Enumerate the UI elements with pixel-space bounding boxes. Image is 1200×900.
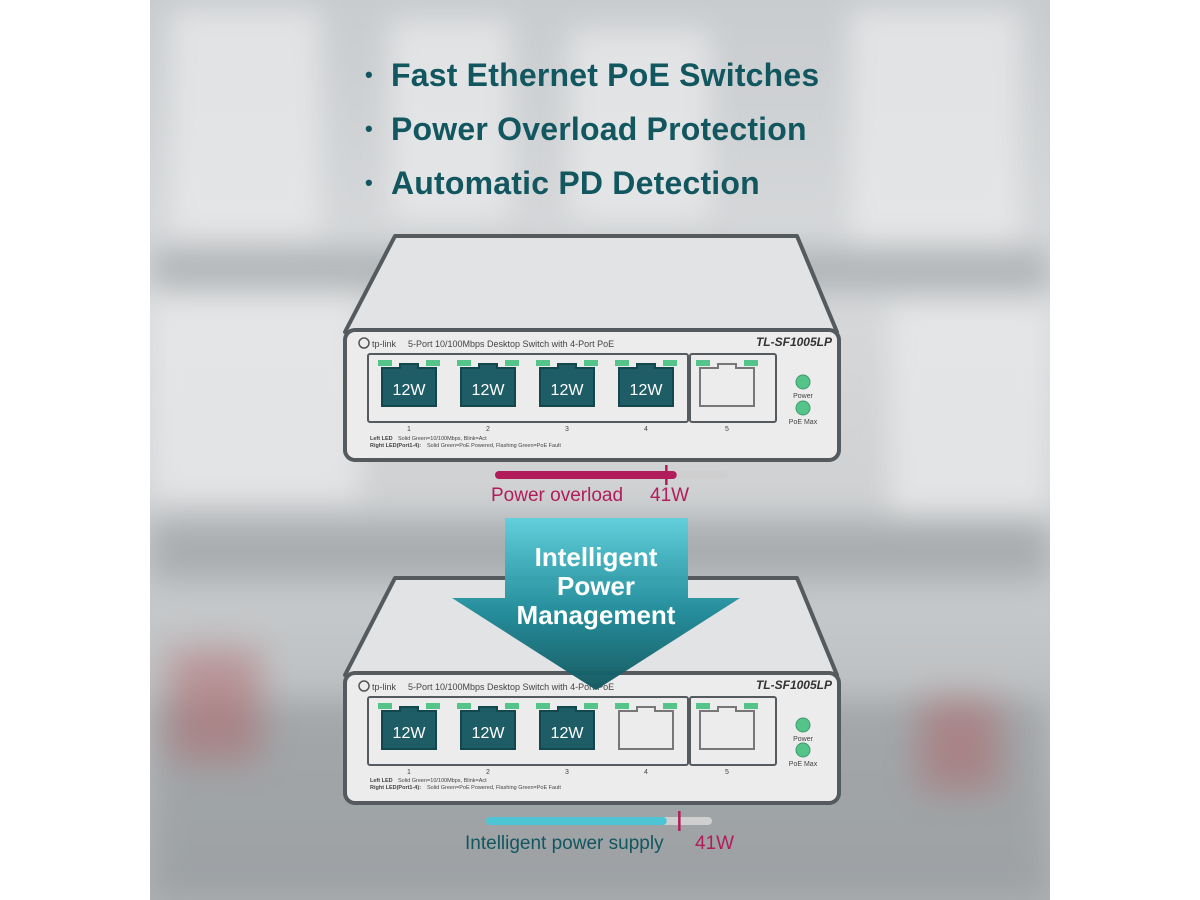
arrow-text-line3: Management [517,600,676,630]
supply-label: Intelligent power supply [465,833,664,854]
poe-max-led-label: PoE Max [789,761,818,768]
port-led [584,703,598,709]
port-led [505,703,519,709]
port-number: 5 [725,769,729,776]
port-led [378,703,392,709]
port-led [378,360,392,366]
left-led-key: Left LED [370,436,393,442]
ethernet-port-4: 12W 4 [615,360,677,433]
port-led [584,360,598,366]
feature-list: •Fast Ethernet PoE Switches •Power Overl… [365,52,819,214]
port-watt-label: 12W [393,725,427,742]
ethernet-port-5: 5 [696,703,758,776]
switch-model: TL-SF1005LP [756,678,833,692]
feature-item: •Power Overload Protection [365,111,807,147]
port-led [536,703,550,709]
poe-max-led [795,742,811,758]
overload-bar [495,465,728,485]
port-watt-label: 12W [472,382,506,399]
port-jack [618,706,674,750]
poe-max-led [795,400,811,416]
port-led [663,360,677,366]
port-led [426,703,440,709]
power-led [795,374,811,390]
port-led [744,703,758,709]
port-watt-label: 12W [551,382,585,399]
port-watt-label: 12W [551,725,585,742]
port-number: 1 [407,426,411,433]
port-watt-label: 12W [472,725,506,742]
port-number: 3 [565,769,569,776]
right-led-key: Right LED(Port1-4): [370,443,421,449]
brand-label: tp-link [372,682,397,692]
port-led [744,360,758,366]
brand-label: tp-link [372,339,397,349]
ethernet-port-2: 12W 2 [457,360,519,433]
port-jack [539,363,595,407]
feature-item: •Automatic PD Detection [365,165,760,201]
ethernet-port-1: 12W 1 [378,703,440,776]
switch-description: 5-Port 10/100Mbps Desktop Switch with 4-… [408,682,614,692]
port-number: 1 [407,769,411,776]
port-number: 4 [644,769,648,776]
ethernet-port-4: 4 [615,703,677,776]
port-led [426,360,440,366]
port-led [615,360,629,366]
intelligent-power-arrow: Intelligent Power Management [452,518,740,690]
port-led [615,703,629,709]
port-led [457,703,471,709]
port-jack [460,706,516,750]
port-number: 2 [486,426,490,433]
port-jack [618,363,674,407]
port-led [696,360,710,366]
port-jack [381,706,437,750]
switch-model: TL-SF1005LP [756,335,833,349]
port-jack [381,363,437,407]
tplink-logo: tp-link [358,337,397,349]
right-led-text: Solid Green=PoE Powered, Flashing Green=… [427,785,561,791]
port-led [663,703,677,709]
arrow-text-line1: Intelligent [535,542,658,572]
power-led [795,717,811,733]
switch-description: 5-Port 10/100Mbps Desktop Switch with 4-… [408,339,614,349]
right-led-key: Right LED(Port1-4): [370,785,421,791]
ethernet-port-2: 12W 2 [457,703,519,776]
ethernet-port-1: 12W 1 [378,360,440,433]
overload-value: 41W [650,485,690,506]
ethernet-port-5: 5 [696,360,758,433]
supply-bar [486,811,712,831]
port-watt-label: 12W [393,382,427,399]
ethernet-port-3: 12W 3 [536,360,598,433]
port-number: 5 [725,426,729,433]
port-jack [699,706,755,750]
left-led-key: Left LED [370,778,393,784]
right-led-text: Solid Green=PoE Powered, Flashing Green=… [427,443,561,449]
port-number: 4 [644,426,648,433]
port-led [536,360,550,366]
tplink-logo: tp-link [358,680,397,692]
power-led-label: Power [793,736,814,743]
poe-max-led-label: PoE Max [789,419,818,426]
arrow-text-line2: Power [557,571,635,601]
port-jack [699,363,755,407]
port-led [457,360,471,366]
port-number: 2 [486,769,490,776]
port-led [505,360,519,366]
left-led-text: Solid Green=10/100Mbps, Blink=Act [398,778,487,784]
overload-label: Power overload [491,485,624,506]
left-led-text: Solid Green=10/100Mbps, Blink=Act [398,436,487,442]
port-jack [539,706,595,750]
feature-item: •Fast Ethernet PoE Switches [365,57,820,93]
port-led [696,703,710,709]
port-jack [460,363,516,407]
switch-top: tp-link 5-Port 10/100Mbps Desktop Switch… [343,234,841,462]
supply-value: 41W [695,833,735,854]
port-number: 3 [565,426,569,433]
port-watt-label: 12W [630,382,664,399]
ethernet-port-3: 12W 3 [536,703,598,776]
power-led-label: Power [793,393,814,400]
